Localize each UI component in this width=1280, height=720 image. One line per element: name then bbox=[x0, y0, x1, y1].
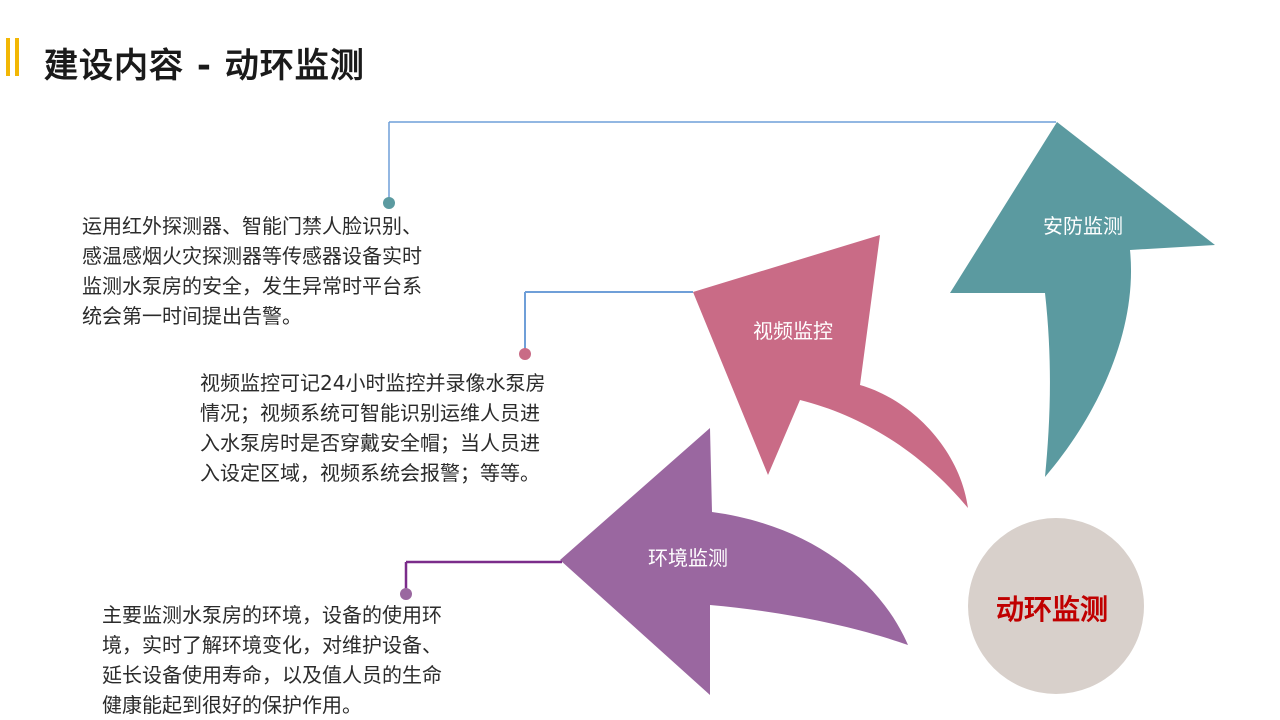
description-video: 视频监控可记24小时监控并录像水泵房 情况；视频系统可智能识别运维人员进 入水泵… bbox=[200, 371, 546, 485]
description-environment: 主要监测水泵房的环境，设备的使用环 境，实时了解环境变化，对维护设备、 延长设备… bbox=[102, 603, 442, 717]
connector-environment bbox=[400, 560, 562, 600]
arrow-label-video: 视频监控 bbox=[753, 319, 833, 343]
title-accent-bar bbox=[15, 38, 19, 76]
arrow-label-security: 安防监测 bbox=[1043, 214, 1123, 238]
connector-video bbox=[519, 291, 693, 360]
arrow-label-environment: 环境监测 bbox=[648, 546, 728, 570]
connector-security bbox=[383, 121, 1056, 209]
hub-label: 动环监测 bbox=[996, 593, 1109, 626]
arrow-security bbox=[950, 122, 1215, 477]
page-title: 建设内容 - 动环监测 bbox=[44, 46, 365, 86]
arrow-environment bbox=[560, 428, 908, 695]
hub-circle bbox=[968, 518, 1144, 694]
title-accent-bar bbox=[6, 38, 10, 76]
description-security: 运用红外探测器、智能门禁人脸识别、 感温感烟火灾探测器等传感器设备实时 监测水泵… bbox=[82, 214, 422, 328]
arrow-video bbox=[693, 235, 968, 508]
